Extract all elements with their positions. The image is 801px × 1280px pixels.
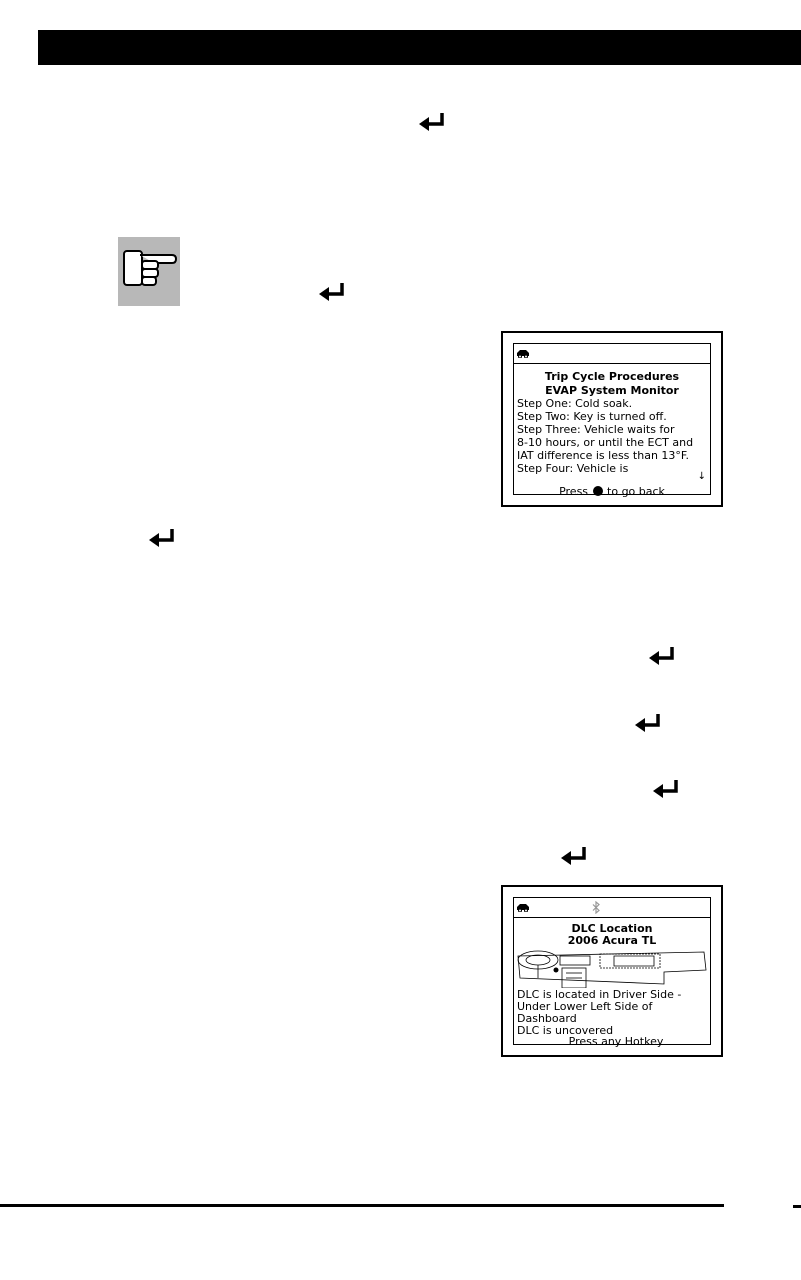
screen-line: IAT difference is less than 13°F. [517,449,689,462]
screen-line: Step Two: Key is turned off. [517,410,667,423]
enter-icon [634,713,662,735]
screen-line: 8-10 hours, or until the ECT and [517,436,694,449]
screen-subtitle: 2006 Acura TL [567,934,657,947]
header-bar [38,30,801,65]
screen-status-bar [514,898,710,918]
enter-icon [648,646,676,668]
car-icon [517,350,529,358]
bluetooth-icon [592,901,600,914]
screen-footer: Press any Hotkey [568,1035,664,1048]
screen-line: Under Lower Left Side of [517,1000,653,1013]
scroll-down-arrow: ↓ [697,471,706,482]
screen-line: Step Four: Vehicle is [517,462,629,475]
screen-line: Step One: Cold soak. [517,397,633,410]
enter-icon [560,846,588,868]
enter-icon [418,112,446,134]
screen-line: DLC is uncovered [517,1024,614,1037]
enter-icon [318,282,346,304]
pointing-hand-note-icon [118,237,180,306]
screen-line: Dashboard [517,1012,577,1025]
screen-line: Step Three: Vehicle waits for [517,423,675,436]
screen-line: DLC is located in Driver Side - [517,988,682,1001]
screen-title: Trip Cycle Procedures [544,370,680,383]
enter-icon [652,779,680,801]
edge-mark [793,57,801,60]
car-icon [517,904,529,912]
dashboard-diagram [517,950,707,988]
screen-subtitle: EVAP System Monitor [545,384,679,397]
enter-icon [148,528,176,550]
trip-cycle-screen: Trip Cycle Procedures EVAP System Monito… [501,331,723,507]
screen-footer: Press to go back [559,485,665,498]
screen-status-bar [514,344,710,364]
dlc-location-screen: DLC Location 2006 Acura TL DLC is locate… [501,885,723,1057]
screen-title: DLC Location [571,922,653,935]
enter-button-icon [592,486,603,496]
edge-mark [793,1205,801,1208]
footer-rule [0,1204,724,1207]
